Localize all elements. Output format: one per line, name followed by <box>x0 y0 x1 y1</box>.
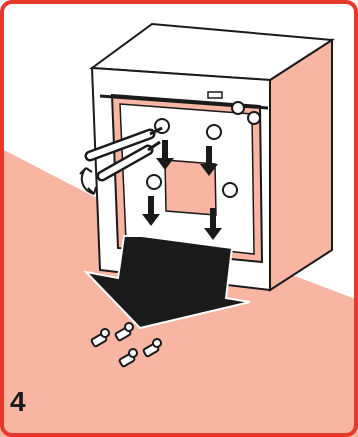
machine-side-panel <box>270 40 332 290</box>
outlet-knob-icon <box>248 112 260 124</box>
inlet-knob-icon <box>232 102 244 114</box>
transit-bolt-icon <box>207 125 221 139</box>
step-number: 4 <box>10 388 26 416</box>
clip-icon <box>208 92 222 98</box>
transit-bolt-icon <box>147 175 161 189</box>
transit-bolt-icon <box>223 183 237 197</box>
